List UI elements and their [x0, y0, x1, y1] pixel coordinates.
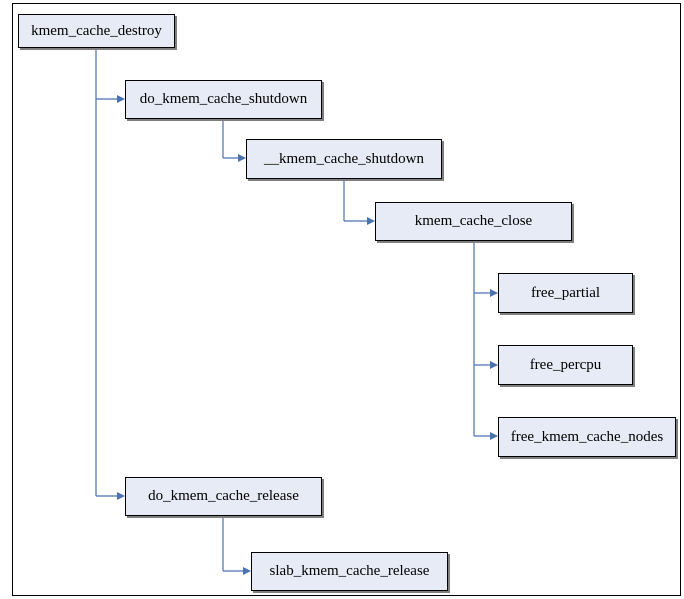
diagram-frame	[12, 3, 681, 596]
node-label: free_percpu	[529, 356, 602, 373]
node-label: kmem_cache_close	[414, 213, 533, 229]
node-label: kmem_cache_destroy	[31, 22, 162, 39]
node-label: free_kmem_cache_nodes	[510, 428, 664, 445]
node-label: __kmem_cache_shutdown	[264, 150, 424, 167]
node-kmem-cache-close: kmem_cache_close	[375, 202, 572, 241]
node-label: slab_kmem_cache_release	[269, 563, 430, 579]
node-kmem-cache-destroy: kmem_cache_destroy	[18, 14, 175, 48]
node-label: do_kmem_cache_shutdown	[139, 91, 308, 107]
node-do-kmem-cache-shutdown: do_kmem_cache_shutdown	[125, 80, 322, 119]
node-free-kmem-cache-nodes: free_kmem_cache_nodes	[498, 417, 676, 457]
node-internal-kmem-cache-shutdown: __kmem_cache_shutdown	[246, 139, 442, 179]
node-free-partial: free_partial	[498, 273, 633, 313]
node-slab-kmem-cache-release: slab_kmem_cache_release	[251, 552, 448, 591]
node-do-kmem-cache-release: do_kmem_cache_release	[125, 477, 322, 516]
node-label: free_partial	[530, 284, 601, 301]
node-label: do_kmem_cache_release	[148, 488, 299, 504]
node-free-percpu: free_percpu	[498, 345, 633, 385]
